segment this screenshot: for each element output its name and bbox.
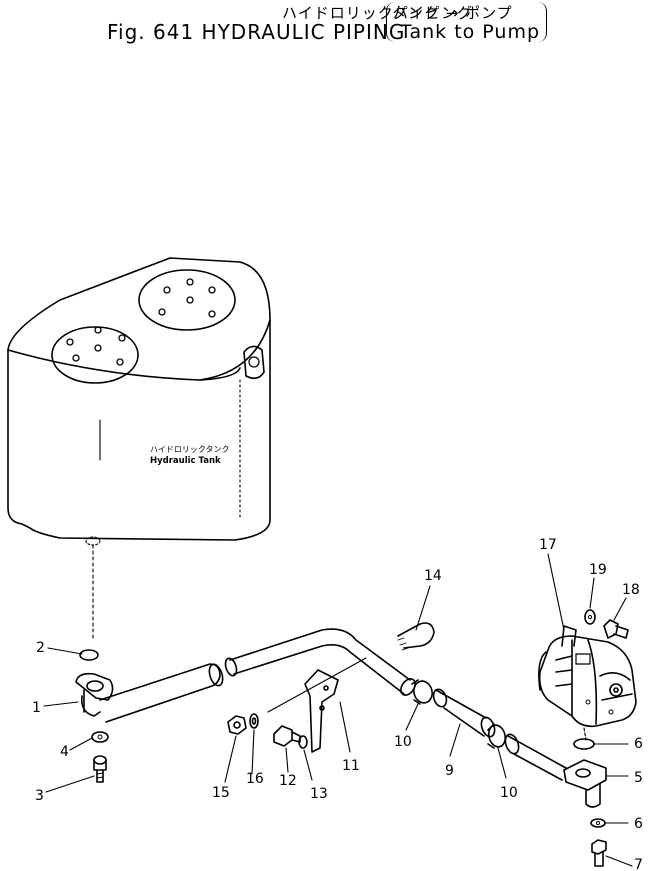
u-bolt-14 bbox=[397, 585, 435, 651]
bracket-11 bbox=[267, 657, 367, 753]
subtitle-english: Tank to Pump bbox=[400, 21, 541, 43]
label-part-16: 16 bbox=[246, 771, 264, 787]
suction-pipe bbox=[99, 628, 416, 723]
elbow-5 bbox=[563, 759, 629, 808]
hose-9 bbox=[432, 688, 496, 757]
label-part-9: 9 bbox=[445, 763, 454, 779]
elbow-1 bbox=[75, 672, 114, 717]
bolt-18 bbox=[603, 597, 629, 639]
label-part-11: 11 bbox=[342, 758, 360, 774]
bolt-3 bbox=[93, 755, 107, 783]
label-part-5: 5 bbox=[634, 770, 643, 786]
figure-title: ハイドロリックパイピング Fig. 641 HYDRAULIC PIPING タ… bbox=[0, 0, 657, 60]
label-part-10-right: 10 bbox=[500, 785, 518, 801]
label-part-6-upper: 6 bbox=[634, 736, 643, 752]
label-part-19: 19 bbox=[589, 562, 607, 578]
clamp-10-right bbox=[487, 723, 507, 779]
label-part-7: 7 bbox=[634, 857, 643, 871]
title-japanese: ハイドロリックパイピング bbox=[282, 4, 473, 22]
label-part-6-lower: 6 bbox=[634, 816, 643, 832]
subtitle-japanese: タンク → ポンプ bbox=[392, 4, 513, 22]
label-part-2: 2 bbox=[36, 640, 45, 656]
tank-label-jp: ハイドロリックタンク bbox=[150, 445, 230, 454]
hydraulic-tank: ハイドロリックタンク Hydraulic Tank bbox=[7, 257, 271, 641]
tank-label-en: Hydraulic Tank bbox=[150, 456, 221, 466]
hydraulic-pump-17 bbox=[538, 553, 637, 741]
label-part-14: 14 bbox=[424, 568, 442, 584]
washer-4 bbox=[91, 731, 109, 743]
nut-15 bbox=[224, 715, 247, 783]
label-part-4: 4 bbox=[60, 744, 69, 760]
o-ring-2 bbox=[79, 649, 99, 661]
pump-inlet-pipe bbox=[504, 733, 567, 781]
label-part-15: 15 bbox=[212, 785, 230, 801]
title-english: Fig. 641 HYDRAULIC PIPING bbox=[107, 20, 406, 44]
tank-cover-right bbox=[138, 269, 236, 331]
washer-13 bbox=[298, 735, 313, 781]
o-ring-6-lower bbox=[590, 818, 606, 828]
left-paren bbox=[386, 2, 395, 42]
label-part-13: 13 bbox=[310, 786, 328, 802]
right-paren bbox=[538, 2, 547, 42]
label-part-17: 17 bbox=[539, 537, 557, 553]
o-ring-6-upper bbox=[573, 738, 595, 750]
bolt-7 bbox=[591, 839, 633, 867]
washer-16 bbox=[249, 713, 259, 775]
label-part-18: 18 bbox=[622, 582, 640, 598]
label-part-3: 3 bbox=[35, 788, 44, 804]
clamp-10-left bbox=[405, 679, 433, 731]
tank-side-port bbox=[243, 345, 265, 380]
tank-cover-left bbox=[51, 326, 139, 384]
label-part-12: 12 bbox=[279, 773, 297, 789]
label-part-10-left: 10 bbox=[394, 734, 412, 750]
label-part-1: 1 bbox=[32, 700, 41, 716]
washer-19 bbox=[584, 577, 596, 625]
bolt-12 bbox=[273, 725, 301, 773]
